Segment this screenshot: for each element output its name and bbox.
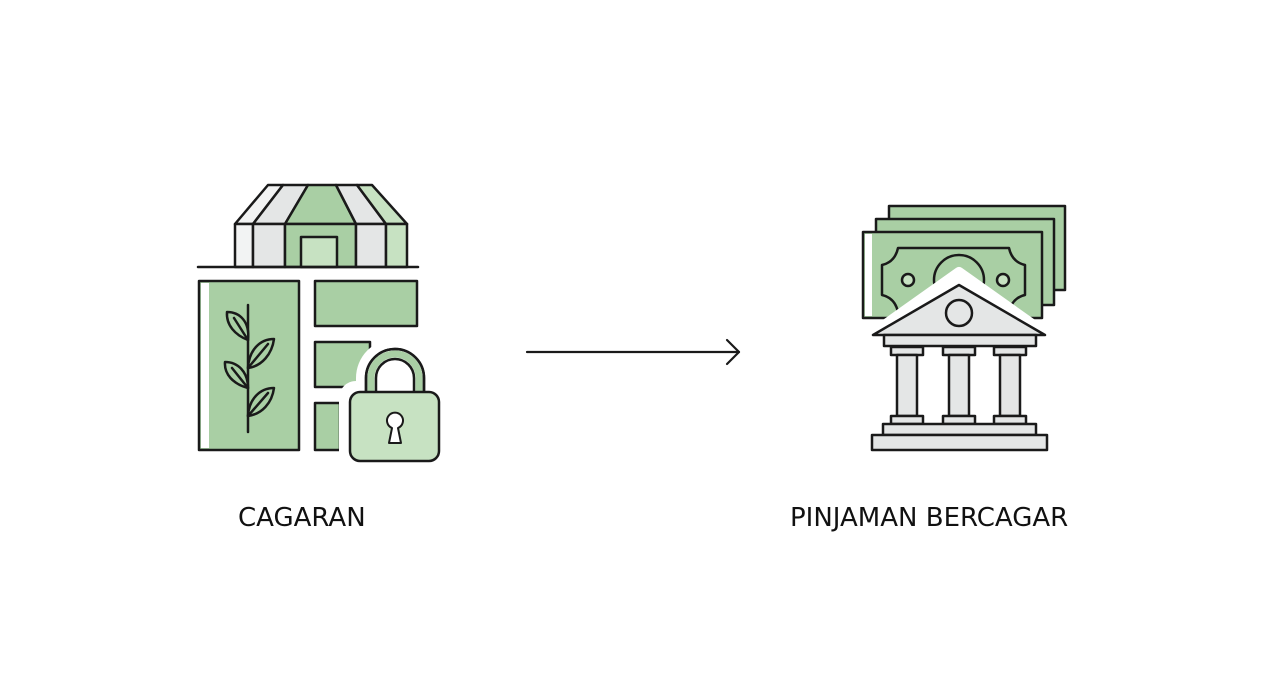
padlock-icon	[339, 339, 451, 473]
secured-loan-label: PINJAMAN BERCAGAR	[790, 503, 1069, 533]
bank-building-icon	[861, 267, 1057, 452]
plant-sprout-icon	[223, 303, 276, 434]
collateral-icon	[196, 183, 451, 473]
secured-loan-icon	[861, 204, 1067, 452]
collateral-label: CAGARAN	[238, 503, 366, 533]
greenhouse-icon	[196, 183, 420, 269]
flow-arrow-icon	[525, 338, 741, 366]
door-icon	[299, 235, 339, 269]
